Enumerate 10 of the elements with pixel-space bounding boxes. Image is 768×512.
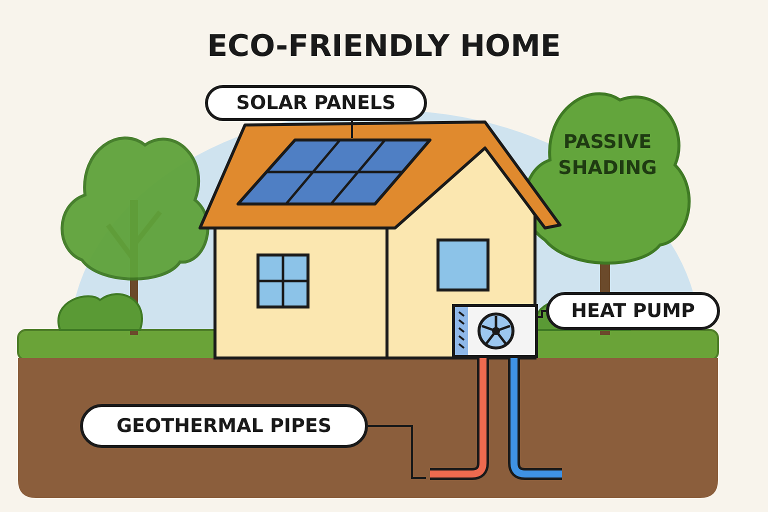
leader-line	[351, 121, 353, 138]
callout-label: SOLAR PANELS	[205, 85, 427, 121]
tree-label: PASSIVE SHADING	[557, 130, 658, 181]
leader-line	[538, 310, 546, 318]
callout-label: HEAT PUMP	[546, 292, 720, 330]
leader-line	[368, 425, 426, 479]
title: ECO-FRIENDLY HOME	[207, 28, 561, 66]
heat-pump-drawing	[452, 304, 538, 358]
solar-panel-drawing	[236, 138, 432, 206]
callout-label: GEOTHERMAL PIPES	[80, 404, 368, 448]
